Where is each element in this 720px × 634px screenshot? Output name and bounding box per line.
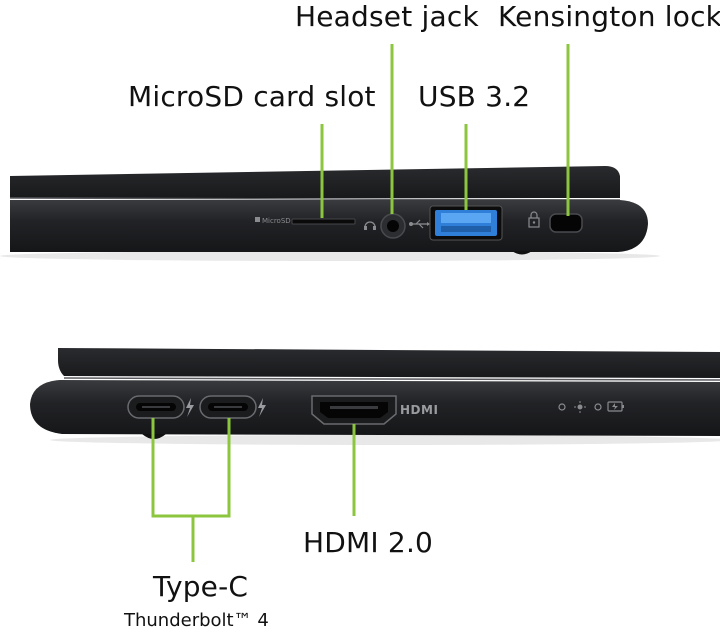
label-thunderbolt: Thunderbolt™ 4 — [124, 610, 269, 631]
laptop-right-side: MicroSD — [0, 166, 660, 261]
seam — [9, 197, 621, 201]
battery-led-icon — [607, 401, 624, 412]
lightning-icon — [186, 398, 194, 417]
lid — [58, 348, 720, 378]
sd-card-icon — [255, 217, 260, 222]
label-headset-jack: Headset jack — [295, 0, 479, 33]
headset-jack — [380, 213, 406, 239]
usb-c-port-2 — [199, 395, 257, 419]
leader-lines — [151, 44, 570, 562]
label-usb: USB 3.2 — [418, 80, 531, 113]
usb-c-port-1 — [127, 395, 185, 419]
usb-port — [429, 205, 503, 241]
status-leds — [558, 401, 624, 413]
foot — [512, 251, 532, 255]
hdmi-port — [311, 395, 397, 425]
usb-icon — [409, 219, 430, 229]
shadow — [0, 251, 660, 261]
seam — [63, 377, 720, 381]
lid — [10, 166, 620, 198]
lightning-icon — [258, 398, 266, 417]
lock-icon — [528, 211, 540, 228]
label-type-c: Type-C — [153, 570, 249, 603]
kensington-slot — [549, 213, 583, 233]
label-microsd-slot: MicroSD card slot — [128, 80, 376, 113]
hdmi-print: HDMI — [400, 403, 438, 417]
sleep-led-icon — [574, 401, 586, 413]
led-dot — [594, 403, 602, 411]
leader-type-c-bracket — [151, 418, 231, 518]
power-led-icon — [558, 403, 566, 411]
laptop-left-side: HDMI — [30, 348, 720, 445]
microsd-print: MicroSD — [262, 217, 291, 225]
microsd-slot: MicroSD — [255, 217, 356, 225]
label-hdmi: HDMI 2.0 — [303, 526, 434, 559]
label-kensington-lock: Kensington lock — [498, 0, 720, 33]
shadow — [50, 435, 720, 445]
headset-icon — [364, 221, 376, 230]
